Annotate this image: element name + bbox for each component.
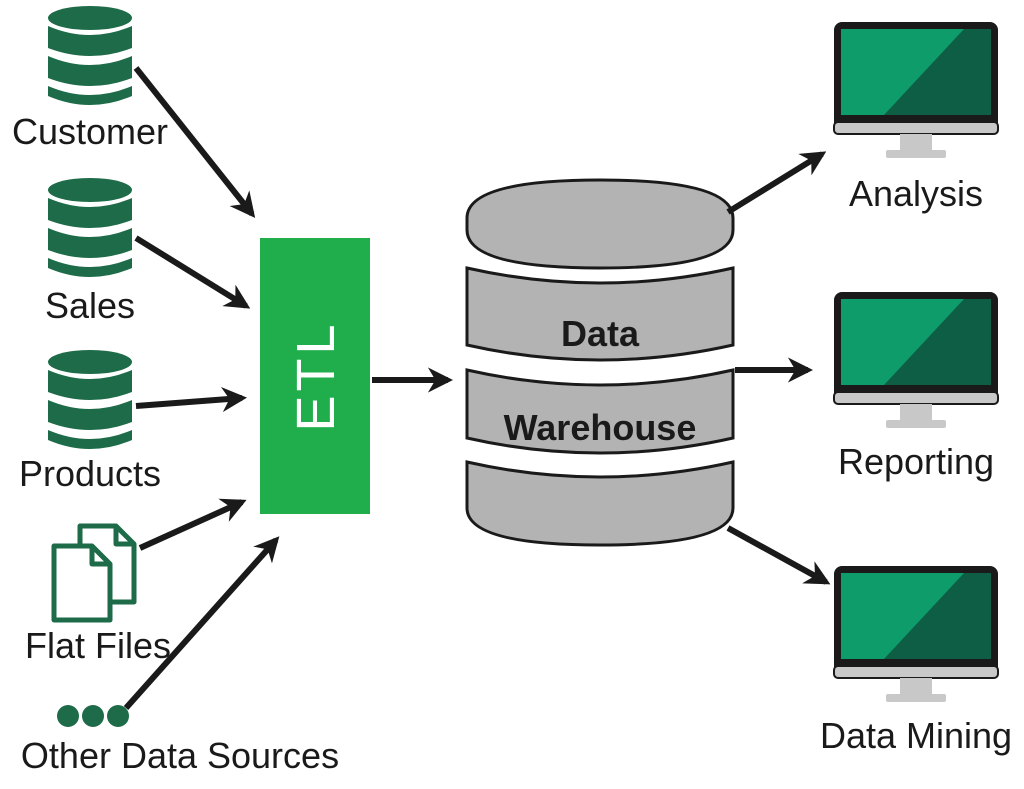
arrow-sales-to-etl [134, 235, 251, 309]
source-label-flat-files: Flat Files [25, 625, 171, 666]
monitor-icon [833, 292, 999, 428]
etl-box: ETL [260, 238, 370, 514]
output-label-reporting: Reporting [838, 441, 994, 482]
output-label-analysis: Analysis [849, 173, 983, 214]
monitor-icon [833, 22, 999, 158]
arrow-other-to-etl [123, 536, 280, 710]
database-icon [48, 350, 132, 449]
arrows-warehouse-to-outputs [726, 151, 831, 585]
source-products: Products [19, 350, 161, 494]
source-sales: Sales [45, 178, 135, 326]
source-other: Other Data Sources [21, 705, 339, 776]
arrow-customer-to-etl [133, 66, 256, 218]
monitor-icon [833, 566, 999, 702]
arrow-warehouse-to-data-mining [726, 525, 831, 585]
output-data-mining: Data Mining [820, 566, 1012, 756]
source-label-products: Products [19, 453, 161, 494]
source-label-other: Other Data Sources [21, 735, 339, 776]
arrow-products-to-etl [135, 386, 248, 413]
warehouse-label-line1: Data [561, 313, 640, 354]
database-icon [48, 6, 132, 105]
database-icon [48, 178, 132, 277]
files-icon [51, 523, 137, 623]
warehouse-label-line2: Warehouse [504, 407, 697, 448]
output-analysis: Analysis [833, 22, 999, 214]
source-flat-files: Flat Files [25, 523, 171, 666]
arrows-sources-to-etl [123, 66, 280, 710]
source-label-customer: Customer [12, 111, 168, 152]
ellipsis-icon [57, 705, 129, 727]
etl-label: ETL [286, 320, 346, 431]
output-reporting: Reporting [833, 292, 999, 482]
arrow-warehouse-to-analysis [726, 151, 827, 215]
output-label-data-mining: Data Mining [820, 715, 1012, 756]
arrow-flat-files-to-etl [138, 498, 247, 551]
data-warehouse-cylinder: Data Warehouse [465, 178, 735, 547]
source-label-sales: Sales [45, 285, 135, 326]
source-customer: Customer [12, 6, 168, 152]
